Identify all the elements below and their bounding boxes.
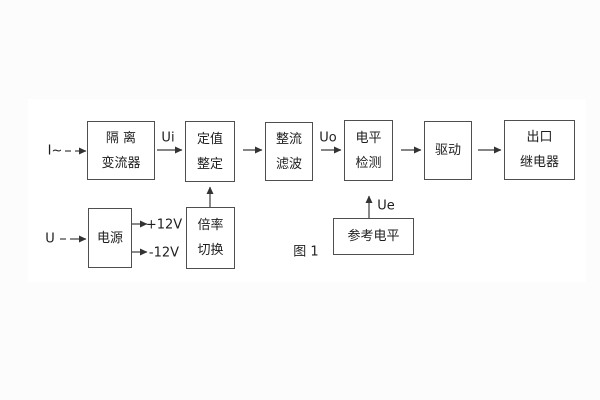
block-isolation-line2: 变流器 (101, 155, 141, 171)
block-rectifier-line1: 整流 (275, 131, 302, 147)
block-output-relay-line2: 继电器 (519, 155, 559, 170)
block-level-line2: 检测 (355, 155, 382, 171)
block-ratio-line2: 切换 (197, 243, 224, 258)
block-output-relay-line1: 出口 (526, 130, 553, 145)
block-setting-line1: 定值 (196, 131, 223, 147)
block-isolation-line1: 隔 离 (105, 130, 137, 146)
block-output-relay: 出口 继电器 (504, 120, 575, 180)
label-input-current: I~ (47, 143, 63, 159)
block-reference-level: 参考电平 (333, 218, 414, 255)
block-rectifier-line2: 滤波 (275, 156, 302, 172)
label-signal-ui: Ui (161, 130, 175, 146)
block-power-supply: 电源 (88, 208, 132, 268)
block-level-line1: 电平 (355, 130, 382, 146)
label-rail-plus12v: +12V (145, 217, 183, 233)
block-rectifier-filter: 整流 滤波 (265, 122, 313, 181)
block-reference-line1: 参考电平 (347, 229, 400, 244)
figure-caption: 图 1 (293, 244, 319, 260)
block-ratio-switch: 倍率 切换 (186, 207, 235, 269)
block-setting-adjustment: 定值 整定 (185, 121, 235, 182)
label-rail-minus12v: -12V (148, 245, 180, 261)
label-signal-ue: Ue (377, 198, 395, 214)
block-power-line1: 电源 (96, 230, 123, 246)
label-input-voltage: U (45, 231, 55, 247)
block-setting-line2: 整定 (196, 156, 223, 172)
block-drive-line1: 驱动 (434, 143, 461, 158)
label-signal-uo: Uo (319, 130, 337, 146)
block-isolation-transformer: 隔 离 变流器 (87, 121, 155, 180)
block-level-detection: 电平 检测 (344, 120, 393, 181)
block-drive: 驱动 (424, 121, 472, 180)
block-ratio-line1: 倍率 (197, 218, 224, 233)
